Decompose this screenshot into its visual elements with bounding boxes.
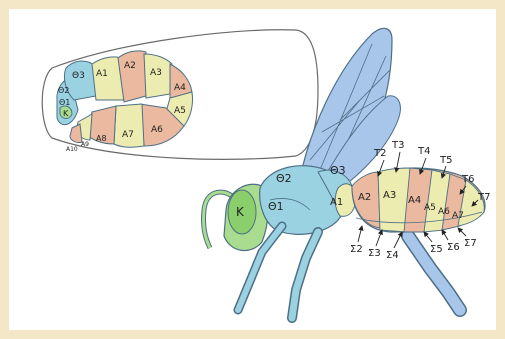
wasp-a1-label: A1 <box>330 197 343 208</box>
wasp-a5-label: A5 <box>424 203 436 213</box>
larva-a5-label: A5 <box>174 106 186 116</box>
larva-theta2-label: Θ2 <box>58 86 69 95</box>
larva-theta1-label: Θ1 <box>59 98 70 107</box>
larva-a8-label: A8 <box>96 134 107 143</box>
larva-a10-label: A10 <box>66 146 78 153</box>
wasp-a3-label: A3 <box>383 190 396 201</box>
larva-a9-label: A9 <box>81 141 89 148</box>
wasp-a6-label: A6 <box>438 207 450 217</box>
wasp-a4-label: A4 <box>408 195 421 206</box>
larva-a7-region <box>114 104 144 147</box>
wasp-t4-label: T4 <box>417 146 430 157</box>
larva-a6-label: A6 <box>151 125 163 135</box>
larva-k-label: K <box>63 109 69 118</box>
larva-a7-label: A7 <box>122 130 134 140</box>
wasp-s3-label: Σ3 <box>368 248 381 259</box>
larva-a1-label: A1 <box>96 69 108 79</box>
wasp-s6-label: Σ6 <box>447 242 460 253</box>
wasp-k-label: K <box>236 205 245 219</box>
wasp-t2-label: T2 <box>373 148 386 159</box>
wasp-theta3-label: Θ3 <box>330 164 346 177</box>
wasp-s5-label: Σ5 <box>430 244 443 255</box>
larva-theta3-label: Θ3 <box>72 71 85 81</box>
wasp-t7-label: T7 <box>477 192 490 203</box>
wasp-s7-label: Σ7 <box>464 238 477 249</box>
wasp-theta2-label: Θ2 <box>276 172 292 185</box>
wasp-t5-label: T5 <box>439 155 452 166</box>
larva-a3-label: A3 <box>150 68 162 78</box>
wasp-t3-label: T3 <box>391 140 404 151</box>
larva-a4-label: A4 <box>174 83 186 93</box>
wasp-theta1-label: Θ1 <box>268 200 284 213</box>
wasp-s2-label: Σ2 <box>350 244 363 255</box>
wasp-figure: K Θ2 Θ1 Θ3 A1 <box>203 28 490 318</box>
larva-figure: Θ3 Θ2 Θ1 K A1 A2 A3 A4 A5 A6 A7 A8 A9 A1… <box>42 30 318 160</box>
wasp-s4-label: Σ4 <box>386 250 399 261</box>
wasp-a2-label: A2 <box>358 192 371 203</box>
larva-a2-label: A2 <box>124 61 136 71</box>
wasp-t6-label: T6 <box>461 174 474 185</box>
wasp-a7-label: A7 <box>452 211 464 221</box>
larva-a10-region <box>70 124 82 143</box>
